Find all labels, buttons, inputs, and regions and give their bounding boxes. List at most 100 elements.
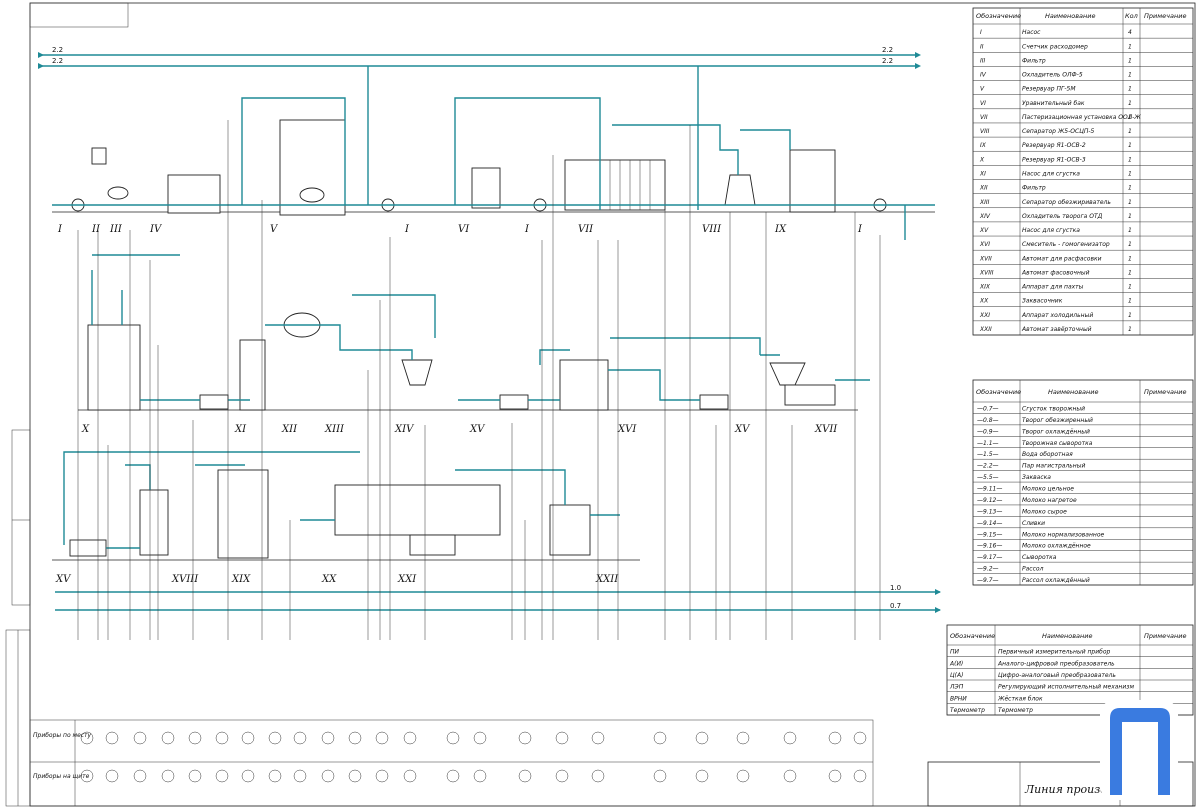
eq2-label-9: XVII [814,424,838,435]
spec-row-code: XVI [979,241,990,248]
kip-row-name: Первичный измерительный прибор [998,649,1111,656]
kip-h-name: Наименование [1042,632,1093,640]
kip-row-name: Жёсткая блок [997,695,1043,702]
eq3-label-4: XX [321,574,337,585]
spec-row-qty: 1 [1128,213,1132,220]
corner-stamp [29,2,129,28]
eq3-label-5: XXI [397,574,417,585]
spec-row-name: Аппарат для пахты [1021,284,1084,291]
eq3-label-3: XIX [231,574,251,585]
cooler-IV [167,174,221,214]
row3-labels: XV XVIII XIX XX XXI XXII [55,574,619,585]
eq2-label-3: XII [281,424,298,435]
top-pipe-1-end-label: 2.2 [882,46,893,54]
spec-table: Обозначение Наименование Кол Примечание … [972,7,1194,336]
spec-row-code: XII [979,185,988,192]
spec-row-qty: 1 [1128,86,1132,93]
kip-area: Приборы по месту Приборы на щите [29,719,874,807]
spec-row-qty: 1 [1128,114,1132,121]
spec-row-code: XXI [979,312,990,319]
eq-label-2: II [91,224,101,235]
pipe-row-code: —9.14— [977,520,1002,527]
spec-row-qty: 1 [1128,298,1132,305]
eq-label-1: I [57,224,63,235]
pipe-h-name: Наименование [1048,388,1099,396]
spec-row-code: XIV [979,213,991,220]
spec-row-code: XIX [979,284,991,291]
pipe-row-name: Молоко охлаждённое [1022,543,1091,550]
spec-row-name: Охладитель ОЛФ-5 [1022,72,1083,79]
pasteurizer-VII [564,159,666,211]
spec-row-code: XVIII [979,269,994,276]
bottom-pipes: 1.0 0.7 [55,584,941,613]
kip-row-name: Термометр [998,707,1033,714]
eq-label-11: IX [774,224,787,235]
instrument-leaders [77,120,881,640]
spec-row-code: IV [980,72,987,79]
spec-row-name: Насос [1022,29,1041,36]
spec-row-code: XXII [979,326,992,333]
spec-row-name: Охладитель творога ОТД [1022,213,1103,220]
pipe-row-code: —0.9— [977,428,999,435]
eq3-label-6: XXII [595,574,619,585]
pipe-row-code: —2.2— [977,463,999,470]
pipe-row-name: Сгусток творожный [1022,405,1085,412]
pipe-row-name: Творог охлаждённый [1022,428,1090,435]
eq2-label-6: XV [469,424,486,435]
spec-row-code: VI [980,100,986,107]
flow-meter-II [91,147,107,165]
eq-label-4: IV [149,224,163,235]
eq-label-5: V [270,224,279,235]
row2-equipment [87,312,836,411]
spec-row-code: III [980,57,986,64]
eq2-label-1: X [81,424,90,435]
tank-IX [789,149,836,213]
pipe-row-code: —9.7— [977,577,999,584]
row3-equipment [69,469,591,559]
eq-label-9: VII [578,224,594,235]
spec-row-name: Уравнительный бак [1022,100,1085,107]
pipe-row-name: Молоко нормализованное [1022,531,1104,538]
spec-row-code: VIII [980,128,990,135]
bottom-pipe-1-label: 1.0 [890,584,901,592]
starter-XX [334,484,501,536]
pipe-row-code: —0.8— [977,417,999,424]
pump-XV-2 [699,394,729,410]
balance-tank-VI [471,167,501,209]
eq2-label-2: XI [234,424,247,435]
eq-label-12: I [857,224,863,235]
spec-row-qty: 1 [1128,128,1132,135]
spec-row-code: XIII [979,199,990,206]
pipe-row-name: Сливки [1022,520,1045,527]
eq-label-7: VI [458,224,470,235]
pipe-row-name: Сыворотка [1022,554,1057,561]
pipe-row-name: Закваска [1022,474,1051,481]
pipe-row-code: —1.1— [977,440,999,447]
kip-row1-label: Приборы по месту [33,732,92,739]
spec-h-name: Наименование [1045,12,1096,20]
pipe-row-name: Рассол охлаждённый [1022,577,1090,584]
spec-row-name: Сепаратор обезжириватель [1022,199,1111,206]
row1-equipment [71,119,887,216]
spec-row-qty: 4 [1128,29,1132,36]
mixer-XVI [559,359,609,411]
spec-row-code: XVII [979,255,992,262]
cooler-XXI [409,534,456,556]
spec-row-code: X [979,156,985,163]
kip-h-code: Обозначение [950,632,995,640]
pipe-row-code: —0.7— [977,405,999,412]
kip-row-name: Цифро-аналоговый преобразователь [998,672,1116,679]
spec-row-name: Аппарат холодильный [1021,312,1093,319]
spec-row-code: XX [979,298,989,305]
spec-row-qty: 1 [1128,284,1132,291]
spec-row-qty: 1 [1128,312,1132,319]
tank-X [87,324,141,411]
bottom-pipe-2-label: 0.7 [890,602,901,610]
spec-row-name: Резервуар ПГ-5М [1022,86,1076,93]
spec-row-name: Фильтр [1022,185,1046,192]
pipe-h-code: Обозначение [976,388,1021,396]
spec-row-qty: 1 [1128,43,1132,50]
spec-row-name: Счетчик расходомер [1022,43,1088,50]
pipe-row-name: Вода оборотная [1022,451,1073,458]
spec-row-qty: 1 [1128,326,1132,333]
